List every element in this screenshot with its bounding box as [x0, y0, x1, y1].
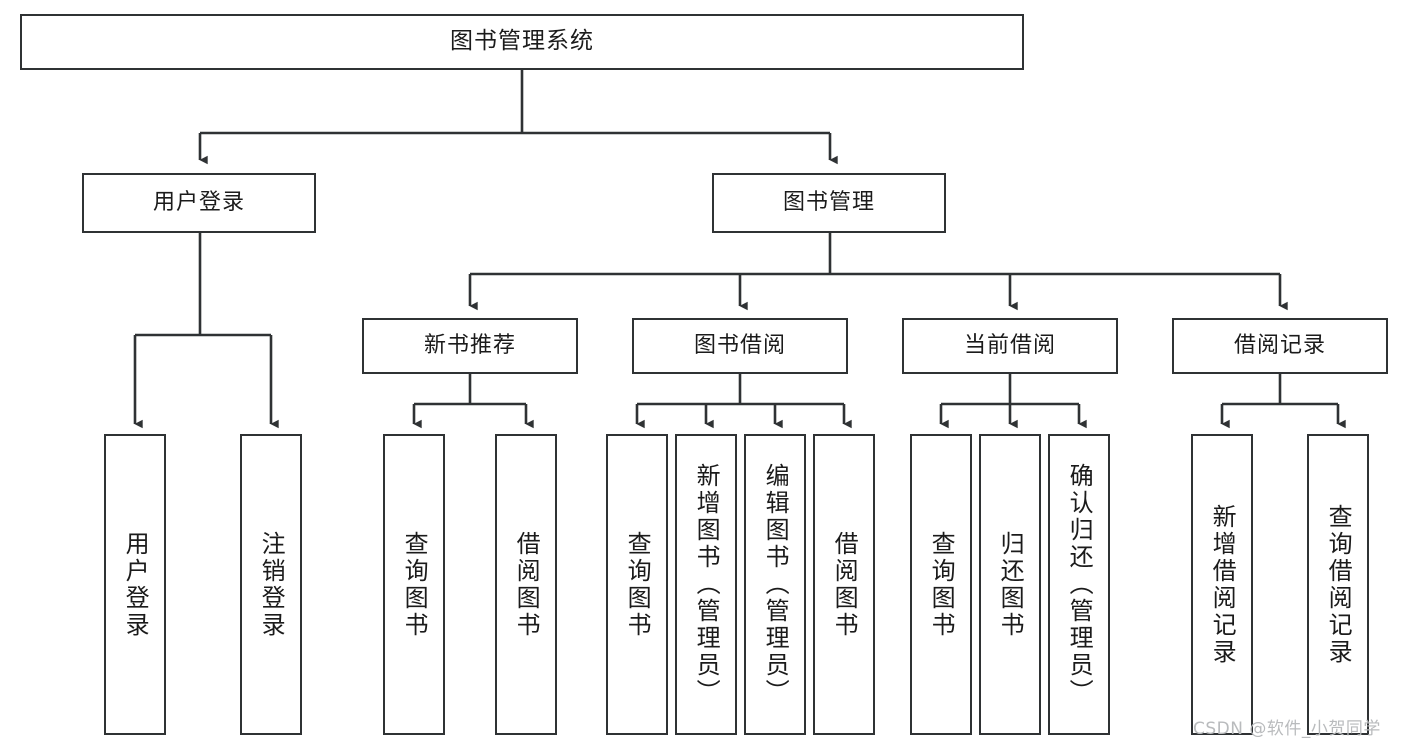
node-label: 用户登录 [152, 189, 245, 215]
leaf-query-book-new-book[interactable]: 查询图书 [383, 434, 445, 735]
node-label: 查询借阅记录 [1324, 503, 1353, 666]
node-label: 借阅记录 [1233, 332, 1326, 358]
leaf-user-logout[interactable]: 注销登录 [240, 434, 302, 735]
node-label: 当前借阅 [963, 332, 1056, 358]
leaf-query-book-current[interactable]: 查询图书 [910, 434, 972, 735]
node-label: 图书管理系统 [450, 28, 594, 55]
leaf-query-book-borrow[interactable]: 查询图书 [606, 434, 668, 735]
node-label: 查询图书 [623, 530, 652, 639]
node-book-manage[interactable]: 图书管理 [712, 173, 946, 233]
leaf-user-login[interactable]: 用户登录 [104, 434, 166, 735]
node-label: 图书管理 [782, 189, 875, 215]
node-label: 确认归还（管理员） [1065, 463, 1094, 706]
leaf-borrow-book-new-book[interactable]: 借阅图书 [495, 434, 557, 735]
node-label: 归还图书 [996, 530, 1025, 639]
node-label: 新增借阅记录 [1208, 503, 1237, 666]
leaf-confirm-return-admin[interactable]: 确认归还（管理员） [1048, 434, 1110, 735]
node-label: 借阅图书 [830, 530, 859, 639]
node-label: 用户登录 [121, 530, 150, 639]
leaf-query-borrow-record[interactable]: 查询借阅记录 [1307, 434, 1369, 735]
node-label: 查询图书 [927, 530, 956, 639]
node-current-borrow[interactable]: 当前借阅 [902, 318, 1118, 374]
leaf-add-borrow-record[interactable]: 新增借阅记录 [1191, 434, 1253, 735]
node-book-borrow[interactable]: 图书借阅 [632, 318, 848, 374]
node-label: 借阅图书 [512, 530, 541, 639]
node-label: 新书推荐 [423, 332, 516, 358]
node-label: 编辑图书（管理员） [761, 463, 790, 706]
leaf-edit-book-admin[interactable]: 编辑图书（管理员） [744, 434, 806, 735]
node-new-book-recommendation[interactable]: 新书推荐 [362, 318, 578, 374]
node-label: 新增图书（管理员） [692, 463, 721, 706]
node-label: 查询图书 [400, 530, 429, 639]
leaf-borrow-book[interactable]: 借阅图书 [813, 434, 875, 735]
node-label: 图书借阅 [693, 332, 786, 358]
node-root-book-management-system[interactable]: 图书管理系统 [20, 14, 1024, 70]
node-user-login[interactable]: 用户登录 [82, 173, 316, 233]
leaf-add-book-admin[interactable]: 新增图书（管理员） [675, 434, 737, 735]
node-borrow-record[interactable]: 借阅记录 [1172, 318, 1388, 374]
leaf-return-book[interactable]: 归还图书 [979, 434, 1041, 735]
node-label: 注销登录 [257, 530, 286, 639]
